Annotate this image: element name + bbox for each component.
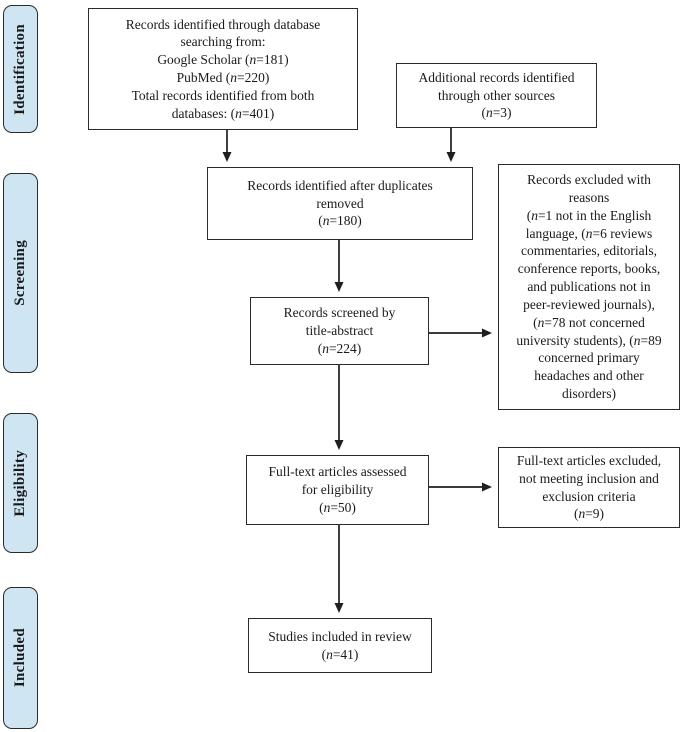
stage-identification-label: Identification	[12, 23, 28, 115]
stage-included: Included	[3, 587, 38, 729]
stage-eligibility: Eligibility	[3, 413, 38, 553]
stage-included-label: Included	[12, 628, 28, 688]
stage-identification: Identification	[3, 5, 38, 133]
stage-screening-label: Screening	[12, 240, 28, 306]
box-studies-included: Studies included in review(n=41)	[248, 618, 432, 673]
stage-screening: Screening	[3, 173, 38, 373]
stage-eligibility-label: Eligibility	[12, 449, 28, 517]
box-fulltext-excluded: Full-text articles excluded,not meeting …	[498, 447, 680, 528]
